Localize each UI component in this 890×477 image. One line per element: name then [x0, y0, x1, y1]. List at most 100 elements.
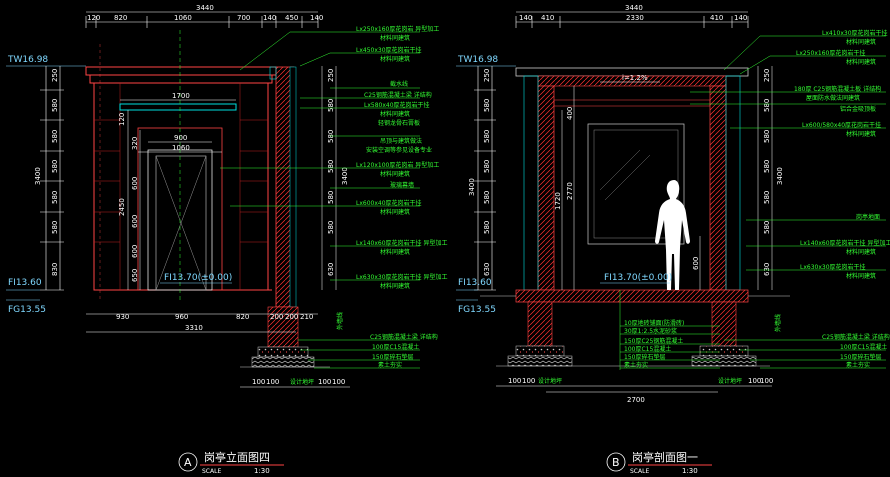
dim: 3400	[341, 167, 349, 185]
building-outline	[85, 66, 277, 291]
notes: Lx250x160厚花岗岩 异型加工 材料同建筑 Lx450x30厚花岗岩干挂 …	[356, 25, 447, 290]
note: 150厚碎石垫层	[624, 353, 665, 361]
dim: 580	[763, 221, 771, 234]
dim: 250	[483, 69, 491, 82]
right-height-stack: 250 580 580 580 580 580 630 3400	[327, 69, 349, 276]
stone-joints	[94, 83, 268, 290]
section-b: 3440 140 410 2330 410 140 TW16.98 3400 2…	[456, 4, 890, 475]
footing	[240, 306, 330, 368]
slope-label: i=1.2%	[622, 74, 648, 82]
note: Lx600x40厚花岗岩干挂	[356, 199, 422, 207]
dim: 580	[763, 160, 771, 173]
level-ground: FG13.55	[458, 305, 496, 315]
note: 安装空调等参见设备专业	[366, 146, 432, 154]
dim: 630	[327, 263, 335, 276]
dim-1060: 1060	[172, 144, 190, 152]
note: 150厚C25钢筋混凝土	[624, 337, 683, 345]
floor-notes: 10厚地砖铺面(防滑砖) 30厚1:2.5水泥砂浆 150厚C25钢筋混凝土 1…	[624, 319, 684, 369]
note: Lx140x60厚花岗岩干挂 异型加工	[356, 239, 447, 247]
note: 截水线	[390, 80, 408, 88]
note: 材料同建筑	[846, 248, 876, 256]
title-text: 岗亭立面图四	[204, 450, 270, 464]
dim: 580	[483, 99, 491, 112]
note: 材料同建筑	[380, 282, 410, 290]
dim: 600	[131, 177, 139, 190]
note: 轻钢龙骨石膏板	[378, 119, 420, 127]
dim: 140	[519, 14, 532, 22]
dim: 100	[332, 378, 345, 386]
base-label: 外墙线	[774, 314, 782, 332]
dim: 630	[763, 263, 771, 276]
note: Lx630x30厚花岗岩干挂 异型加工	[356, 273, 447, 281]
dim: 320	[131, 137, 139, 150]
title-letter: A	[184, 456, 192, 469]
dim: 200	[285, 313, 298, 321]
note: Lx250x160厚花岗岩 异型加工	[356, 25, 439, 33]
leaders	[220, 31, 420, 369]
dim: 580	[327, 99, 335, 112]
dim: 410	[541, 14, 554, 22]
dim: 2330	[626, 14, 644, 22]
label-circle-icon	[178, 452, 198, 472]
note: 30厚1:2.5水泥砂浆	[624, 327, 677, 335]
dim-1700: 1700	[172, 92, 190, 100]
dim: 410	[710, 14, 723, 22]
dim: 580	[51, 221, 59, 234]
dim: 930	[116, 313, 129, 321]
dim: 580	[51, 191, 59, 204]
dim: 100	[252, 378, 265, 386]
dim: 580	[483, 191, 491, 204]
level-ground: FG13.55	[8, 305, 46, 315]
foot-dims: 100 100 100 100	[508, 377, 773, 385]
dim: 100	[318, 378, 331, 386]
dim: 580	[327, 191, 335, 204]
door-level: FI13.70(±0.00)	[164, 273, 232, 283]
note: Lx630x30厚花岗岩干挂	[800, 263, 866, 271]
title-b: B 岗亭剖面图一 SCALE 1:30	[606, 450, 712, 475]
note: 屋面防水做法同建筑	[806, 94, 860, 102]
dim: 450	[285, 14, 298, 22]
right-height-stack: 250 580 580 580 580 580 630 3400	[763, 69, 784, 276]
note: Lx410x30厚花岗岩干挂	[822, 29, 888, 37]
foot-dims: 100 100 100 100	[252, 378, 345, 386]
ground-label-left: 设计地坪	[538, 377, 562, 385]
dim: 600	[692, 257, 700, 270]
note: Lx140x60厚花岗岩干挂 异型加工	[800, 239, 890, 247]
dim: 1060	[174, 14, 192, 22]
note: 材料同建筑	[846, 130, 876, 138]
dim: 600	[131, 215, 139, 228]
dim: 140	[263, 14, 276, 22]
top-dims: 120 820 1060 700 140 450 140	[87, 14, 323, 22]
bottom-total: 2700	[627, 396, 645, 404]
dim: 580	[327, 221, 335, 234]
dim: 820	[114, 14, 127, 22]
note: Lx600/580x40厚花岗岩干挂	[802, 121, 881, 129]
level-floor: FI13.60	[458, 278, 492, 288]
base-label: 外墙线	[336, 312, 344, 330]
level-top: TW16.98	[457, 55, 498, 65]
bottom-notes: C25钢筋混凝土梁 详结构 100厚C15混凝土 150厚碎石垫层 素土夯实	[370, 333, 438, 369]
dim: 2770	[566, 182, 574, 200]
dim: 250	[51, 69, 59, 82]
dim: 100	[748, 377, 761, 385]
dim: 820	[236, 313, 249, 321]
note: 材料同建筑	[846, 272, 876, 280]
dim: 140	[734, 14, 747, 22]
note: 材料同建筑	[380, 170, 410, 178]
scale-text: 1:30	[254, 467, 270, 475]
note: C25钢筋混凝土梁 详结构	[822, 333, 890, 341]
note: Lx120x100厚花岗岩 异型加工	[356, 161, 439, 169]
dim: 200	[270, 313, 283, 321]
scale-word: SCALE	[202, 468, 221, 475]
dim: 580	[483, 160, 491, 173]
note: 素土夯实	[624, 361, 648, 369]
note: 10厚地砖铺面(防滑砖)	[624, 319, 684, 327]
dim: 580	[763, 191, 771, 204]
height-dim: 3400	[34, 167, 42, 185]
note: 材料同建筑	[380, 208, 410, 216]
height-dim-left: 3400	[468, 178, 476, 196]
dim: 630	[483, 263, 491, 276]
note: 材料同建筑	[380, 248, 410, 256]
top-dims: 140 410 2330 410 140	[519, 14, 747, 22]
dim: 3400	[776, 167, 784, 185]
